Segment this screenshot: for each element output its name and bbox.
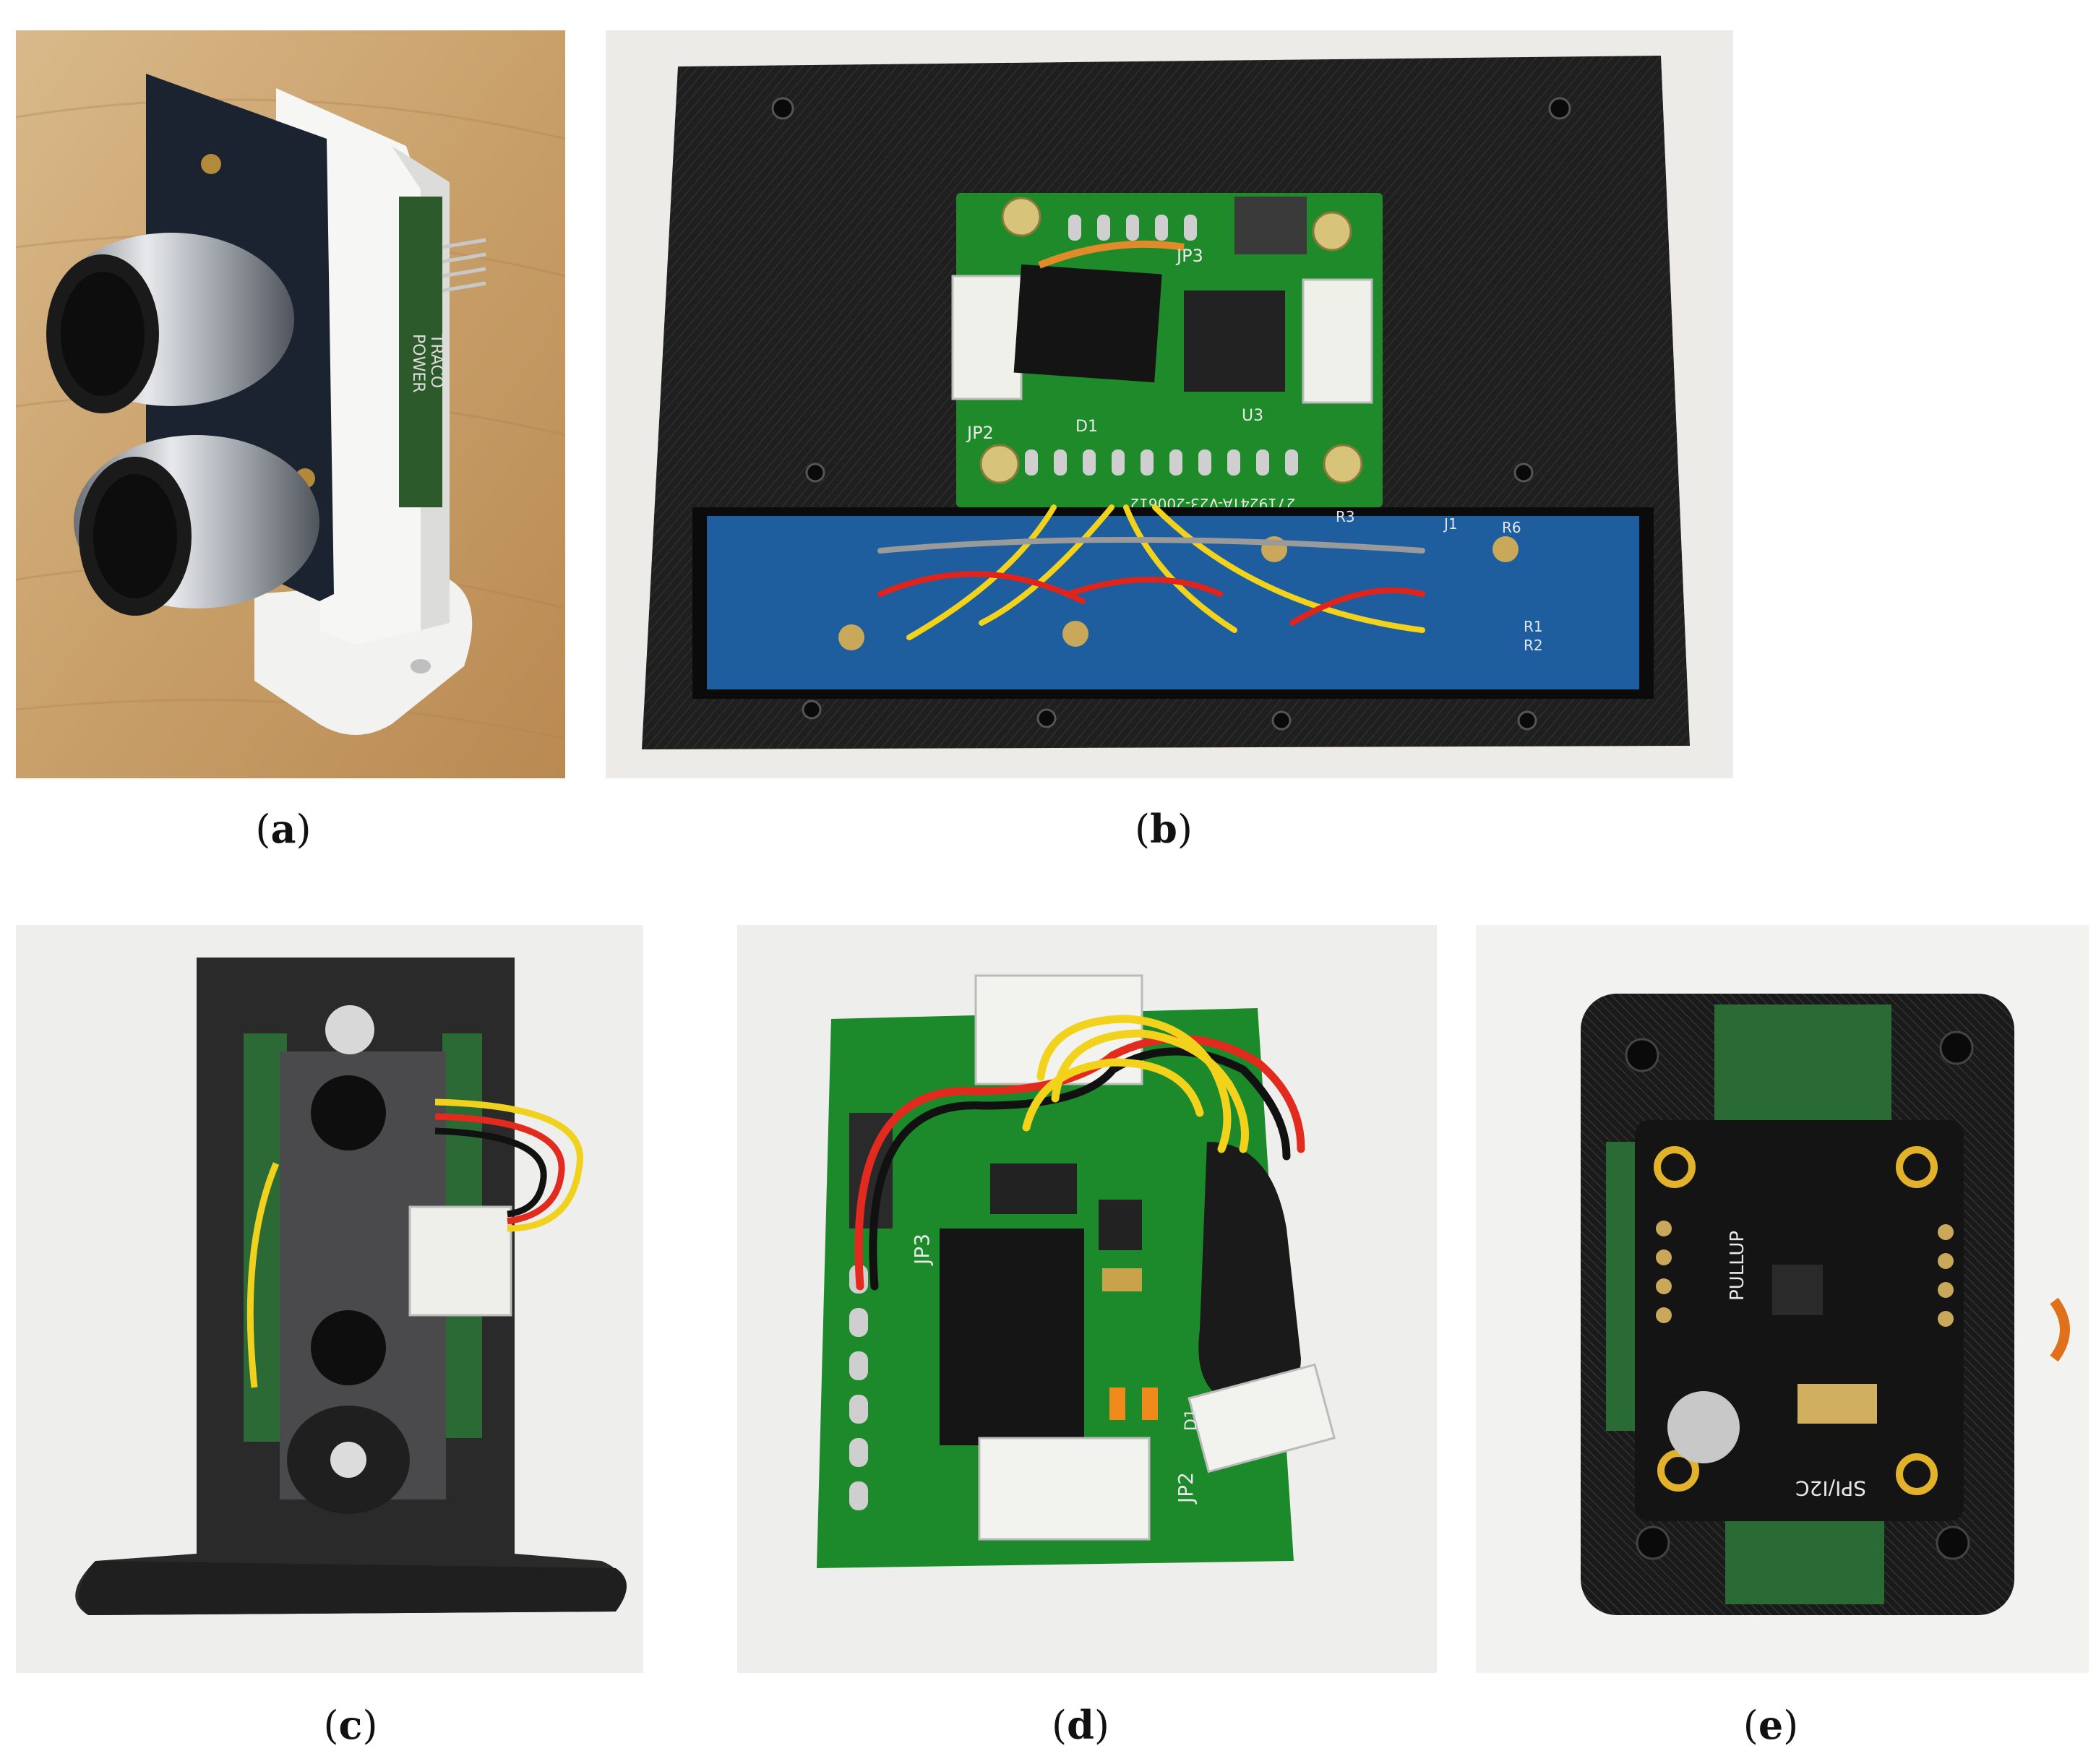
photo-d-green-board: JP3 JP2 D1 xyxy=(737,925,1437,1673)
photo-a-ultrasonic-sensor: TRACO POWER xyxy=(16,30,565,778)
photo-label-r2: R2 xyxy=(1524,637,1543,654)
caption-c-letter: c xyxy=(338,1702,363,1748)
caption-b-letter: b xyxy=(1150,806,1177,852)
photo-label-trace: TRACO xyxy=(427,333,445,388)
caption-e: (e) xyxy=(1743,1702,1799,1748)
caption-b: (b) xyxy=(1135,806,1193,852)
photo-label-r3: R3 xyxy=(1336,508,1355,525)
photo-e-sensor-enclosure: PULLUP SPI/I2C xyxy=(1476,925,2089,1673)
photo-label-jp3: JP3 xyxy=(1175,246,1203,266)
photo-label-jp2: JP2 xyxy=(966,423,994,443)
photo-label-r1: R1 xyxy=(1524,618,1543,635)
caption-e-letter: e xyxy=(1758,1702,1784,1748)
photo-label-u3: U3 xyxy=(1242,407,1263,425)
caption-a: (a) xyxy=(255,806,312,852)
photo-label-power: POWER xyxy=(409,334,427,393)
photo-label-d1: D1 xyxy=(1075,418,1098,436)
photo-label-d1-d: D1 xyxy=(1182,1408,1201,1431)
photo-label-r6: R6 xyxy=(1502,519,1521,536)
photo-label-jp3-d: JP3 xyxy=(910,1234,934,1266)
caption-d: (d) xyxy=(1052,1702,1109,1748)
photo-label-j1: J1 xyxy=(1443,515,1458,533)
photo-c-ir-sensor xyxy=(16,925,643,1673)
photo-label-pullup: PULLUP xyxy=(1727,1231,1748,1301)
caption-c: (c) xyxy=(323,1702,378,1748)
photo-b-board-assembly: JP3 JP2 D1 U3 271924TA-V23-200612 R1 R2 … xyxy=(606,30,1733,778)
caption-a-letter: a xyxy=(270,806,296,852)
caption-d-letter: d xyxy=(1067,1702,1094,1748)
photo-label-spi-i2c: SPI/I2C xyxy=(1795,1476,1866,1500)
photo-label-jp2-d: JP2 xyxy=(1174,1472,1198,1505)
